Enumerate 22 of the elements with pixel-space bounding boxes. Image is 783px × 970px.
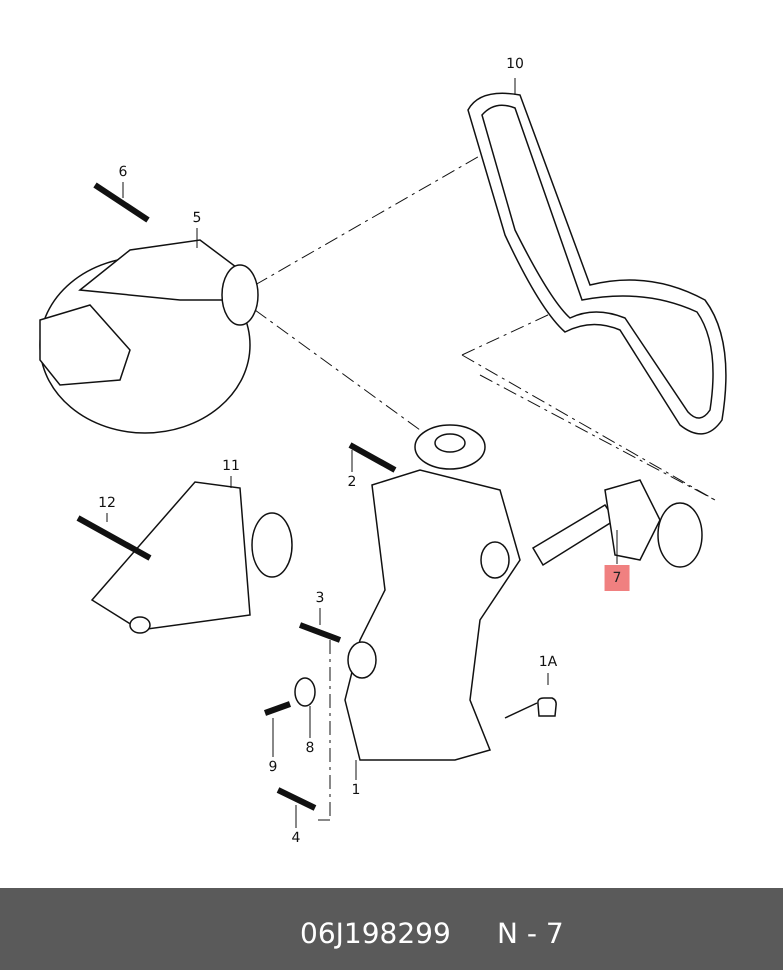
- callout-number: 2: [348, 474, 356, 490]
- leader-line: [122, 182, 124, 198]
- callout-number: 9: [268, 759, 278, 775]
- callout-number: 8: [306, 740, 314, 756]
- page-number: N - 7: [497, 918, 564, 950]
- leader-line: [230, 476, 232, 488]
- callout-number: 11: [222, 458, 240, 474]
- leader-line: [106, 512, 108, 522]
- leader-line: [272, 718, 274, 758]
- leader-line: [196, 228, 198, 248]
- callout-number: 3: [316, 590, 324, 606]
- callout-number: 6: [118, 164, 128, 180]
- callout-number: 7: [604, 565, 630, 591]
- part-number: 06J198299: [300, 918, 451, 950]
- callout-number: 4: [292, 830, 300, 846]
- callout-number: 10: [506, 56, 524, 72]
- callout-number: 1A: [538, 654, 558, 670]
- leader-line: [616, 530, 618, 564]
- callout-number: 1: [352, 782, 360, 798]
- callout-number: 12: [98, 495, 116, 511]
- leader-line: [514, 78, 516, 96]
- callout-number: 5: [192, 210, 202, 226]
